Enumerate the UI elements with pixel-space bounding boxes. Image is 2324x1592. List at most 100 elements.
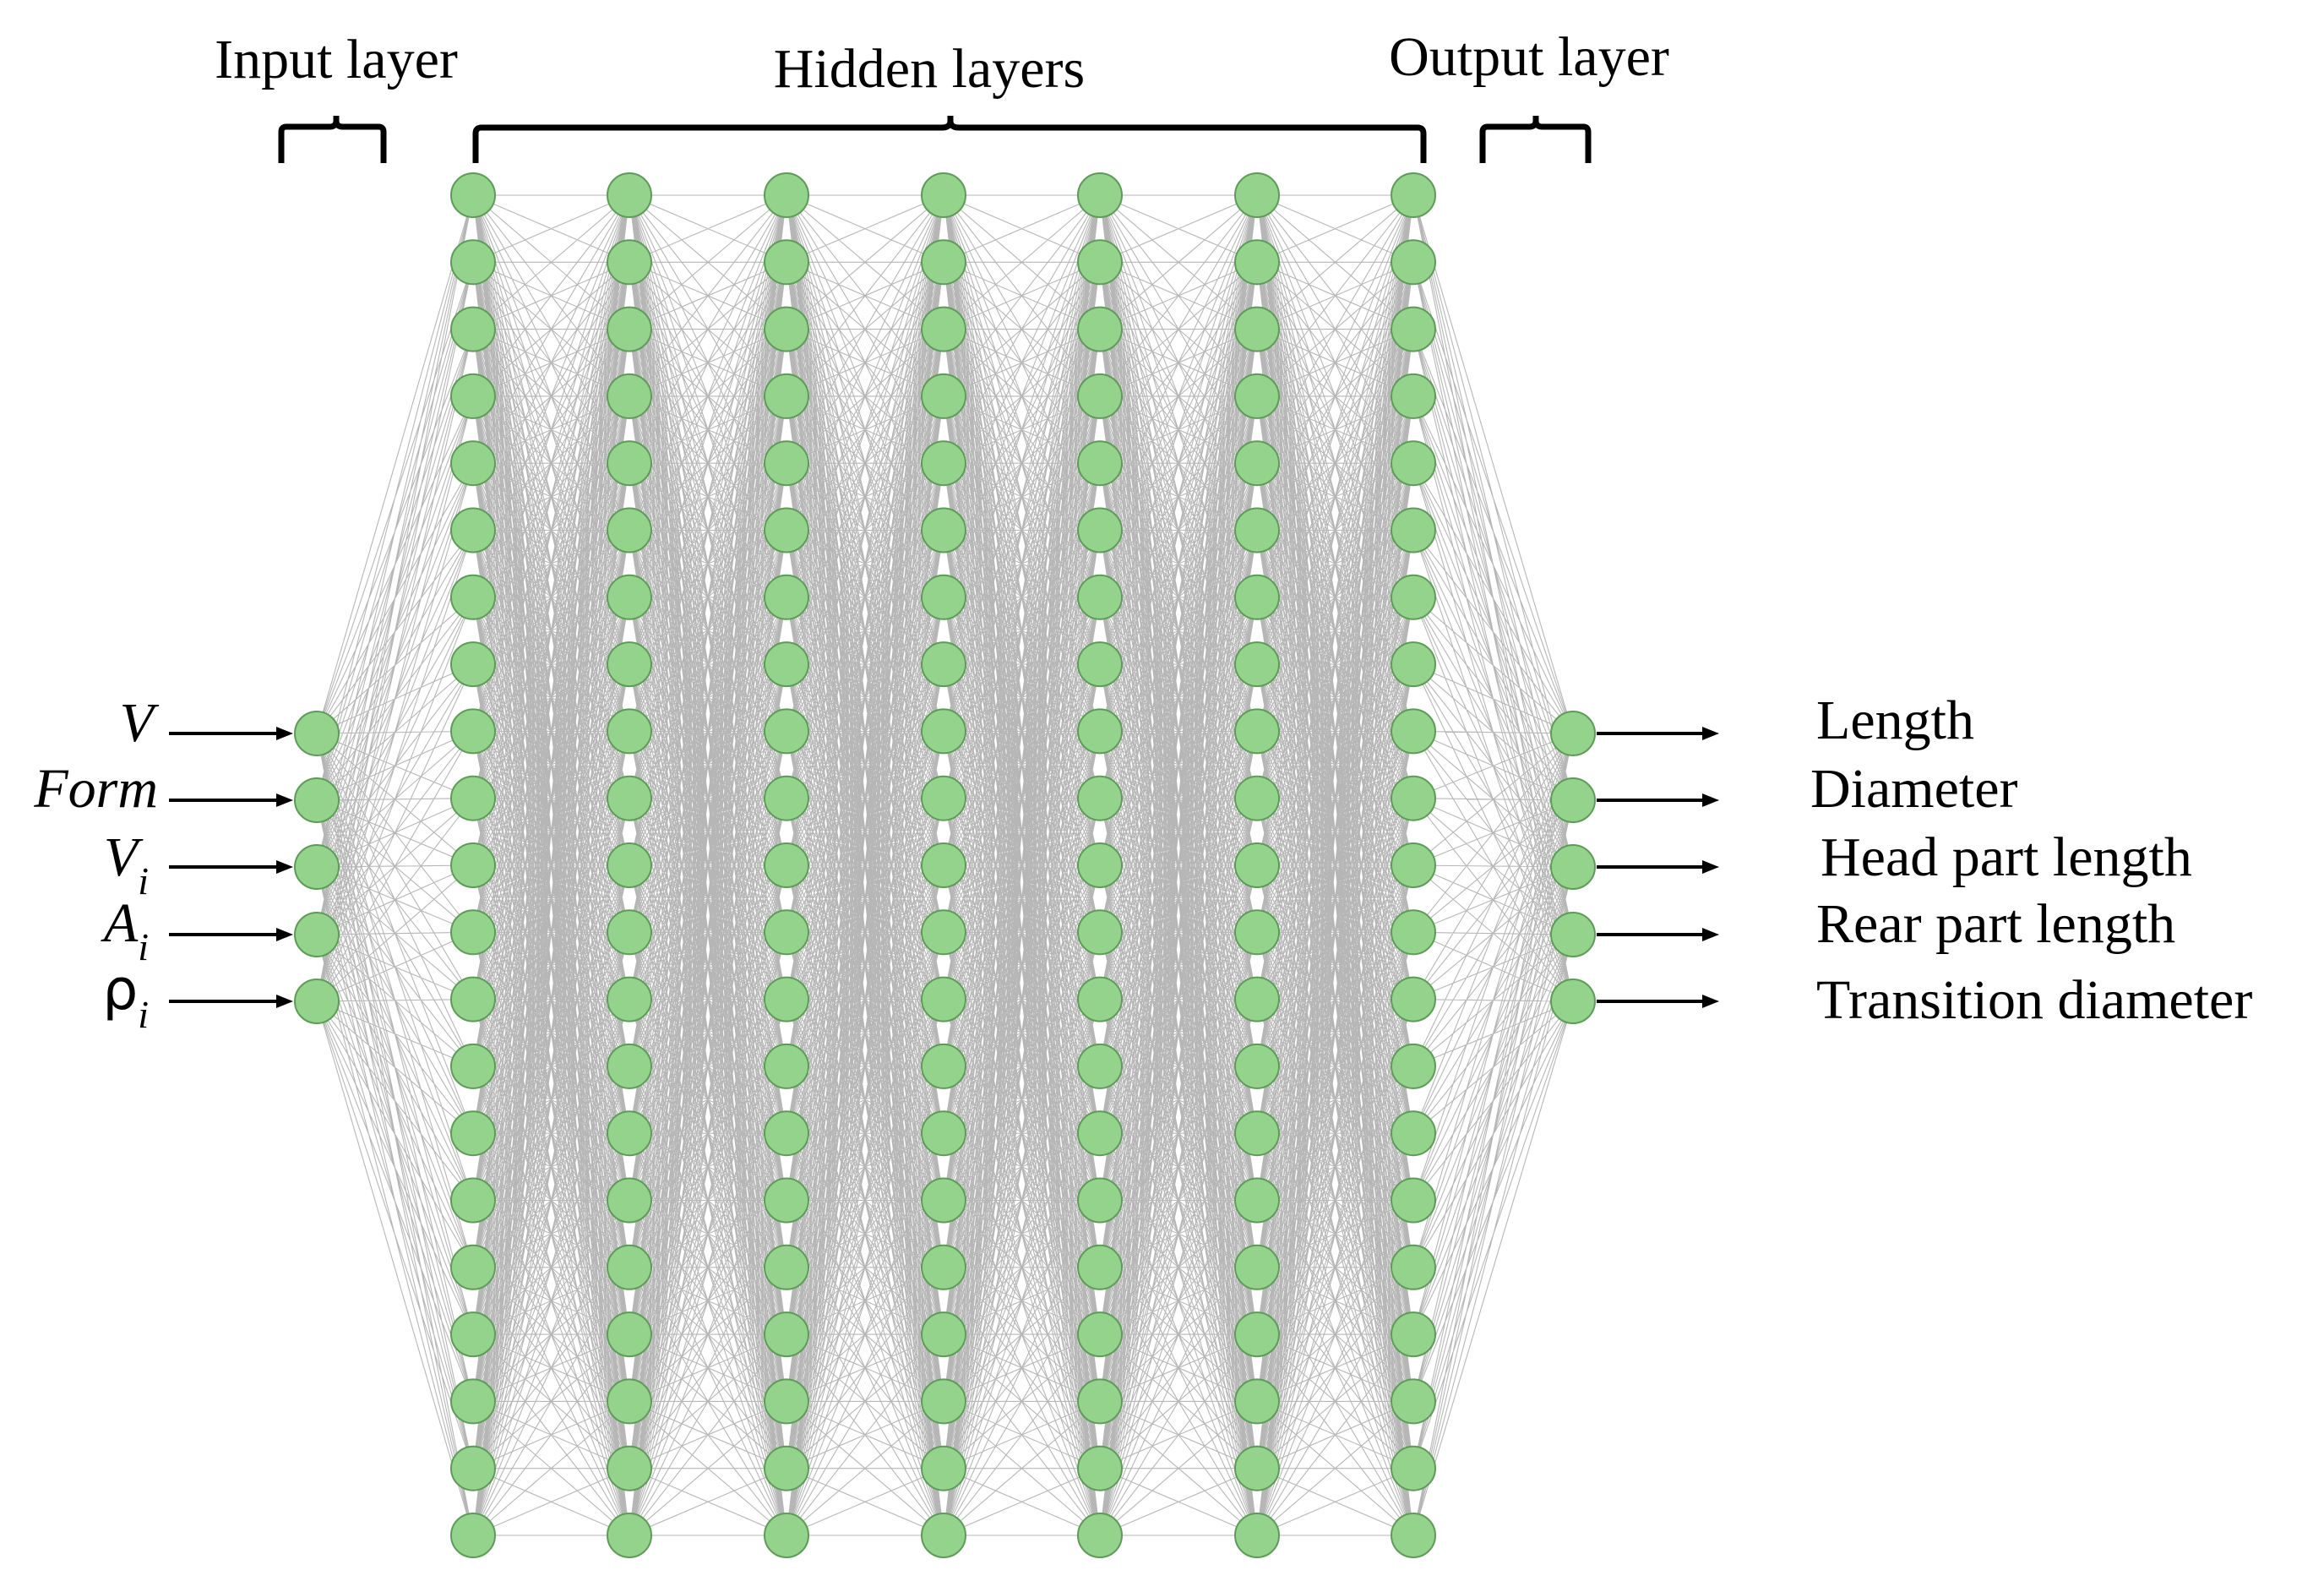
hidden-node bbox=[607, 842, 652, 888]
hidden-layer-6-nodes bbox=[1234, 172, 1280, 1558]
output-arrow bbox=[1597, 995, 1719, 1008]
hidden-node bbox=[921, 909, 966, 956]
hidden-node bbox=[1077, 507, 1123, 553]
connection-lines bbox=[786, 194, 944, 1536]
hidden-node bbox=[450, 1177, 496, 1224]
hidden-node bbox=[921, 440, 966, 487]
hidden-node bbox=[607, 708, 652, 755]
output-node bbox=[1550, 912, 1596, 957]
connection-lines bbox=[629, 194, 787, 1536]
hidden-node bbox=[1234, 1445, 1280, 1491]
hidden-node bbox=[1234, 574, 1280, 620]
hidden-node bbox=[607, 1177, 652, 1224]
hidden-node bbox=[1077, 1445, 1123, 1491]
output-arrow bbox=[1597, 727, 1719, 740]
hidden-node bbox=[450, 507, 496, 553]
output-arrow bbox=[1597, 793, 1719, 807]
hidden-node bbox=[1234, 976, 1280, 1022]
hidden-layers-bracket bbox=[472, 116, 1427, 163]
hidden-node bbox=[607, 909, 652, 956]
hidden-node bbox=[1077, 708, 1123, 755]
hidden-node bbox=[1391, 1445, 1436, 1491]
hidden-node bbox=[450, 574, 496, 620]
hidden-node bbox=[1234, 842, 1280, 888]
hidden-node bbox=[1234, 1110, 1280, 1157]
hidden-node bbox=[764, 239, 809, 286]
hidden-layer-2-nodes bbox=[607, 172, 652, 1558]
hidden-node bbox=[921, 641, 966, 688]
hidden-node bbox=[1077, 306, 1123, 352]
hidden-node bbox=[1234, 373, 1280, 419]
hidden-node bbox=[450, 775, 496, 821]
hidden-node bbox=[921, 1378, 966, 1425]
hidden-node bbox=[921, 574, 966, 620]
hidden-node bbox=[1077, 1110, 1123, 1157]
hidden-node bbox=[921, 172, 966, 218]
hidden-node bbox=[450, 1244, 496, 1290]
hidden-node bbox=[607, 306, 652, 352]
hidden-node bbox=[764, 507, 809, 553]
output-node bbox=[1550, 711, 1596, 756]
output-arrow bbox=[1597, 860, 1719, 874]
hidden-node bbox=[1391, 1378, 1436, 1425]
hidden-node bbox=[450, 239, 496, 286]
hidden-node bbox=[450, 1378, 496, 1425]
hidden-node bbox=[1077, 1244, 1123, 1290]
hidden-node bbox=[1391, 172, 1436, 218]
hidden-node bbox=[450, 641, 496, 688]
hidden-node bbox=[1077, 842, 1123, 888]
hidden-node bbox=[921, 1244, 966, 1290]
hidden-node bbox=[921, 1043, 966, 1089]
output-labels: Length Diameter Head part length Rear pa… bbox=[1810, 690, 2252, 1031]
hidden-node bbox=[1234, 1513, 1280, 1558]
hidden-node bbox=[764, 440, 809, 487]
hidden-node bbox=[450, 172, 496, 218]
hidden-node bbox=[764, 775, 809, 821]
hidden-node bbox=[1077, 172, 1123, 218]
hidden-node bbox=[1391, 440, 1436, 487]
hidden-node bbox=[1077, 1513, 1123, 1558]
hidden-node bbox=[764, 1043, 809, 1089]
hidden-node bbox=[450, 1311, 496, 1358]
hidden-node bbox=[921, 507, 966, 553]
hidden-node bbox=[607, 373, 652, 419]
input-arrow bbox=[169, 860, 293, 874]
hidden-node bbox=[764, 976, 809, 1022]
connection-lines bbox=[316, 194, 474, 1536]
hidden-node bbox=[607, 440, 652, 487]
hidden-node bbox=[764, 172, 809, 218]
connection-lines bbox=[1099, 194, 1258, 1536]
hidden-node bbox=[1391, 1110, 1436, 1157]
arrows bbox=[169, 727, 1719, 1008]
hidden-node bbox=[1234, 708, 1280, 755]
hidden-node bbox=[1234, 1378, 1280, 1425]
hidden-layer-7-nodes bbox=[1391, 172, 1436, 1558]
hidden-node bbox=[450, 373, 496, 419]
hidden-node bbox=[764, 306, 809, 352]
hidden-node bbox=[1234, 1043, 1280, 1089]
hidden-node bbox=[764, 1378, 809, 1425]
input-node bbox=[294, 711, 340, 756]
hidden-node bbox=[607, 507, 652, 553]
hidden-node bbox=[1234, 1177, 1280, 1224]
output-layer-title: Output layer bbox=[1389, 26, 1669, 88]
layer-brackets bbox=[278, 116, 1592, 163]
hidden-node bbox=[1391, 775, 1436, 821]
hidden-node bbox=[921, 708, 966, 755]
hidden-node bbox=[921, 373, 966, 419]
hidden-node bbox=[607, 1311, 652, 1358]
hidden-node bbox=[1391, 641, 1436, 688]
input-node bbox=[294, 777, 340, 823]
hidden-node bbox=[450, 1043, 496, 1089]
hidden-layer-3-nodes bbox=[764, 172, 809, 1558]
hidden-node bbox=[1077, 641, 1123, 688]
connection-lines bbox=[943, 194, 1101, 1536]
connections-layer-5-to-6 bbox=[943, 194, 1101, 1536]
hidden-node bbox=[607, 172, 652, 218]
hidden-node bbox=[1391, 306, 1436, 352]
connections bbox=[316, 194, 1574, 1536]
hidden-node bbox=[764, 1177, 809, 1224]
input-label-vi: Vi bbox=[104, 826, 149, 902]
input-arrow bbox=[169, 928, 293, 941]
